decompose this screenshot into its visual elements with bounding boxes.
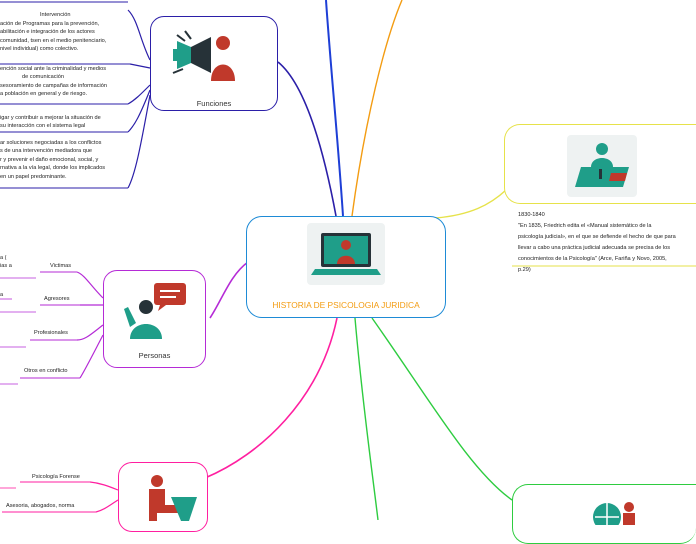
history-node[interactable] [504, 124, 696, 204]
prevencion-line-3: a población en general y de riesgo. [0, 91, 88, 97]
persona-fragment-0: a ( [0, 255, 7, 261]
intervencion-line-4: nivel individual) como colectivo. [0, 46, 79, 52]
person-desk-icon [131, 471, 201, 526]
branch-areas [204, 317, 338, 479]
prevencion-line-2: sesoramiento de campañas de información [0, 83, 107, 89]
mediacion-line-1: s de una intervención mediadora que [0, 148, 93, 154]
funciones-label: Funciones [196, 99, 232, 108]
area-item-forense[interactable]: Psicología Forense [32, 474, 80, 480]
branch-top-blue [325, 0, 344, 217]
persona-item-agresores[interactable]: Agresores [44, 296, 70, 302]
funciones-node[interactable]: Funciones [150, 16, 278, 111]
personas-node[interactable]: Personas [103, 270, 206, 368]
investigar-line-1: su interacción con el sistema legal [0, 123, 86, 129]
prevencion-line-0: ención social ante la criminalidad y med… [0, 66, 107, 72]
central-node[interactable]: HISTORIA DE PSICOLOGIA JURIDICA [246, 216, 446, 318]
branch-history [435, 189, 507, 219]
areas-node[interactable] [118, 462, 208, 532]
judge-desk-icon [567, 135, 637, 197]
branch-green-bottom [354, 317, 379, 520]
intervencion-line-1: ación de Programas para la prevención, [0, 21, 100, 27]
investigar-line-0: igar y contribuir a mejorar la situación… [0, 115, 101, 121]
persona-fragment-1: ias a [0, 263, 12, 269]
history-line-3: llevar a cabo una práctica judicial adec… [518, 245, 671, 251]
history-line-5: p.29) [518, 267, 531, 273]
intervencion-line-0: Intervención [40, 12, 71, 18]
laptop-presenter-icon [307, 223, 385, 285]
green-node[interactable] [512, 484, 696, 544]
persona-item-victimas[interactable]: Victimas [50, 263, 72, 269]
person-speech-icon [116, 279, 196, 348]
history-line-4: conocimientos de la Psicología" (Arce, F… [518, 256, 667, 262]
branch-top-orange [351, 0, 403, 217]
globe-person-icon [587, 495, 647, 531]
prevencion-line-1: de comunicación [22, 74, 64, 80]
persona-fragment-2: a [0, 292, 4, 298]
intervencion-line-2: abilitación e integración de los actores [0, 29, 95, 35]
history-line-2: psicología judicial», en el que se defie… [518, 234, 676, 240]
mediacion-line-4: en un papel predominante. [0, 174, 67, 180]
branch-personas [209, 261, 249, 319]
history-line-1: "En 1835, Friedrich edita el «Manual sis… [518, 223, 652, 229]
area-item-asesoria[interactable]: Asesoria, abogados, norma [6, 503, 75, 509]
connector-lines [0, 0, 696, 520]
central-title: HISTORIA DE PSICOLOGIA JURIDICA [272, 300, 420, 310]
megaphone-person-icon [171, 25, 239, 88]
branch-funciones [277, 61, 337, 217]
mediacion-line-3: rnativa a la vía legal, donde los implic… [0, 165, 106, 171]
mediacion-line-2: r y prevenir el daño emocional, social, … [0, 157, 99, 163]
persona-item-otros[interactable]: Otros en conflicto [24, 368, 68, 374]
mediacion-line-0: ar soluciones negociadas a los conflicto… [0, 140, 102, 146]
persona-item-profesionales[interactable]: Profesionales [34, 330, 68, 336]
personas-label: Personas [138, 351, 171, 360]
history-line-0: 1830-1840 [518, 212, 545, 218]
branch-green-right [371, 317, 513, 501]
intervencion-line-3: comunidad, tsen en el medio penitenciari… [0, 38, 107, 44]
